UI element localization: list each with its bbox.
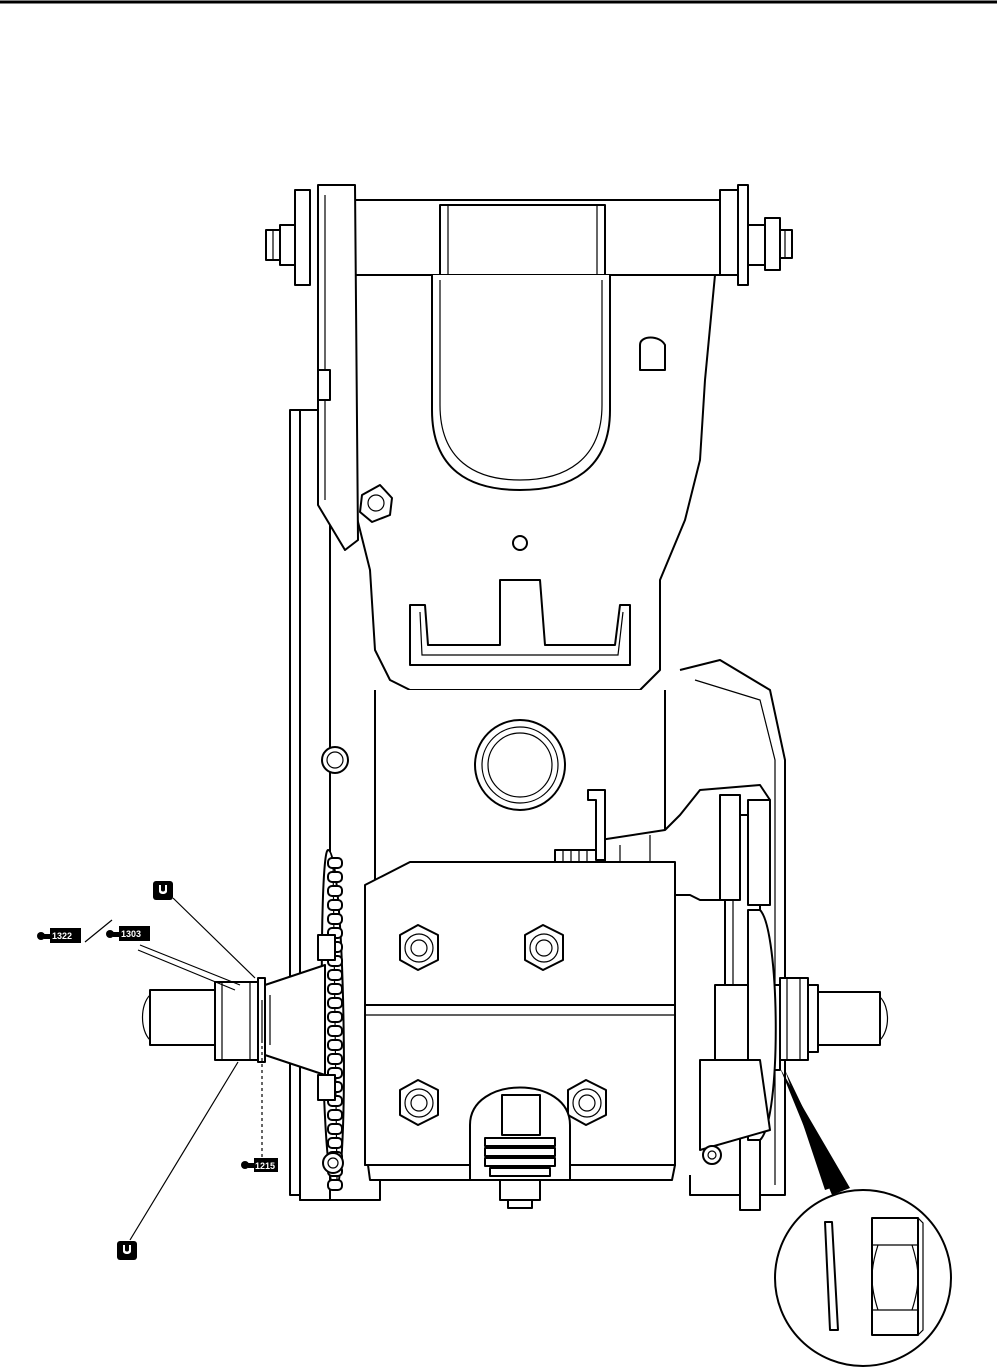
- torque-wrench-icon: [153, 881, 173, 900]
- chain-link: [328, 998, 342, 1008]
- chain-link: [328, 970, 342, 980]
- tag-label-1303: 1303: [121, 929, 141, 939]
- bolt-lower-left: [400, 1080, 438, 1125]
- chain-link: [328, 984, 342, 994]
- right-pivot-bolt: [748, 218, 792, 270]
- chain-link: [328, 1026, 342, 1036]
- chain-link: [328, 1110, 342, 1120]
- chain-link: [328, 858, 342, 868]
- bolt-upper-right: [525, 925, 563, 970]
- chain-link: [328, 886, 342, 896]
- chain-link: [328, 1124, 342, 1134]
- left-pivot-bolt: [266, 190, 310, 285]
- chain-link: [328, 1054, 342, 1064]
- chain-link: [328, 1012, 342, 1022]
- leader-lines: [85, 898, 262, 1240]
- tag-label-1215: 1215: [255, 1161, 275, 1171]
- left-axle: [143, 965, 326, 1075]
- spring-cutaway: [470, 1088, 570, 1209]
- lubricant-tag-icon: 1303: [106, 926, 150, 941]
- upper-arm: [345, 200, 730, 690]
- chain-link: [328, 1040, 342, 1050]
- detail-magnifier: [775, 1068, 951, 1366]
- chain-link: [328, 1180, 342, 1190]
- chain-link: [328, 914, 342, 924]
- bolt-lower-right: [568, 1080, 606, 1125]
- lubricant-tag-icon: 1322: [37, 928, 81, 943]
- tag-label-1322: 1322: [52, 931, 72, 941]
- right-side-plate: [720, 185, 748, 285]
- chain-link: [328, 900, 342, 910]
- bolt-upper-left: [400, 925, 438, 970]
- torque-wrench-icon: [117, 1241, 137, 1260]
- lubricant-tag-icon: 1215: [241, 1158, 278, 1172]
- chain-link: [328, 1138, 342, 1148]
- chain-link: [328, 872, 342, 882]
